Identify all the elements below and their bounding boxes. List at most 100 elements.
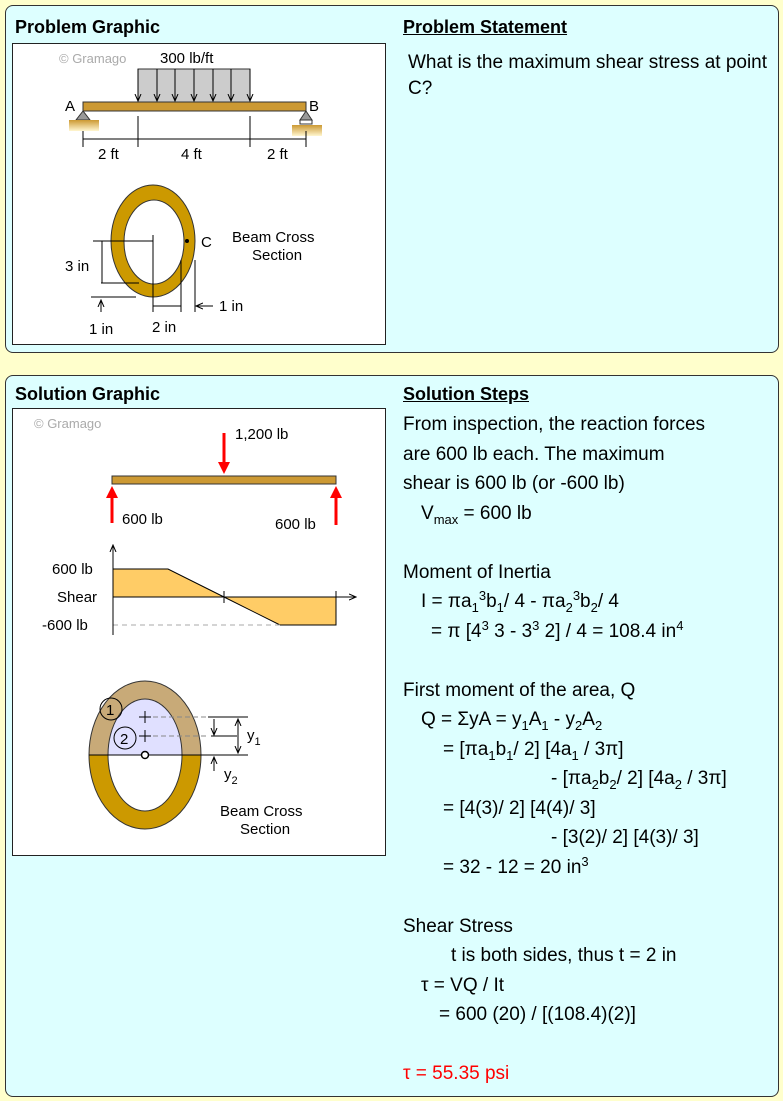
step-text: 3 - 3 xyxy=(488,620,533,642)
step-text: - y xyxy=(548,709,576,730)
dimension-lines xyxy=(82,116,307,147)
step-text: = [4(3)/ 2] [4(4)/ 3] xyxy=(443,797,596,819)
step-text: τ = VQ / It xyxy=(421,974,505,996)
step-text: shear is 600 lb (or -600 lb) xyxy=(403,473,625,494)
step-text: max xyxy=(433,511,459,527)
step-text: = π [4 xyxy=(431,620,482,642)
step-text: / 2] [4a xyxy=(513,738,572,760)
solution-step-line xyxy=(403,1030,773,1060)
solution-step-line xyxy=(403,646,773,676)
step-text: 3 xyxy=(572,588,581,603)
point-c-label: C xyxy=(201,234,212,251)
cross-section-inner xyxy=(123,199,185,285)
step-text: A xyxy=(582,709,595,730)
step-text: 3 xyxy=(532,617,540,633)
problem-graphic: © Gramago 300 lb/ft A B 2 ft 4 ft 2 ft xyxy=(12,43,386,345)
solution-step-line: Moment of Inertia xyxy=(403,558,773,588)
reaction-left-label: 600 lb xyxy=(122,511,163,528)
step-text: t is both sides, thus t = 2 in xyxy=(451,945,677,966)
step-text: 1 xyxy=(496,600,504,615)
dim-label: 4 ft xyxy=(181,146,203,163)
step-text: b xyxy=(495,738,507,760)
step-text: 2] / 4 = 108.4 in xyxy=(539,620,677,642)
step-text: 4 xyxy=(676,617,684,633)
step-text: 2 xyxy=(565,600,573,615)
shear-negative xyxy=(223,596,337,626)
dim-2in: 2 in xyxy=(152,319,176,336)
step-text: 3 xyxy=(481,617,489,633)
pin-support-icon xyxy=(74,110,92,121)
solution-steps: From inspection, the reaction forces are … xyxy=(403,410,773,1089)
region-1-marker xyxy=(99,697,123,721)
step-text: / 4 - πa xyxy=(503,591,566,612)
problem-statement-heading: Problem Statement xyxy=(403,17,568,37)
shear-top-label: 600 lb xyxy=(52,561,93,578)
step-text: Q = ΣyA = y xyxy=(421,709,522,730)
watermark: © Gramago xyxy=(34,416,101,431)
problem-graphic-heading: Problem Graphic xyxy=(15,17,161,37)
step-text: = [πa xyxy=(443,738,489,760)
ground xyxy=(69,120,99,131)
step-text: 2 xyxy=(674,777,682,792)
dim-1in-right: 1 in xyxy=(219,298,243,315)
step-text: = 600 lb xyxy=(458,502,532,524)
solution-step-line: From inspection, the reaction forces xyxy=(403,410,773,440)
y-dimensions xyxy=(208,716,248,771)
step-text: - [3(2)/ 2] [4(3)/ 3] xyxy=(551,827,699,848)
region-2-marker xyxy=(113,726,137,750)
solution-step-line: = [4(3)/ 2] [4(4)/ 3] xyxy=(403,794,773,824)
region-1-label: 1 xyxy=(106,702,114,719)
step-text: τ = 55.35 psi xyxy=(403,1063,510,1084)
step-text: 2 xyxy=(609,777,617,792)
beam xyxy=(82,101,307,112)
dim-1in-left: 1 in xyxy=(89,321,113,338)
solution-steps-heading: Solution Steps xyxy=(403,384,529,404)
solution-step-line: are 600 lb each. The maximum xyxy=(403,440,773,470)
section-dimensions xyxy=(91,235,213,312)
shear-label: Shear xyxy=(57,589,97,606)
solution-step-line xyxy=(403,882,773,912)
cross-section-label: Beam Cross xyxy=(220,803,303,820)
step-text: 1 xyxy=(506,747,514,763)
step-text: 1 xyxy=(571,747,579,763)
step-text: / 2] [4a xyxy=(616,768,675,789)
step-text: 2 xyxy=(594,718,603,733)
step-text: First moment of the area, Q xyxy=(403,679,636,701)
step-text: b xyxy=(598,768,610,789)
solution-step-line: First moment of the area, Q xyxy=(403,676,773,706)
centroid-icon xyxy=(140,750,150,760)
beam xyxy=(111,475,337,485)
step-text: 2 xyxy=(590,600,598,615)
step-text: b xyxy=(486,591,497,612)
cross-section-label: Section xyxy=(252,247,302,264)
dim-label: 2 ft xyxy=(267,146,289,163)
y2-label: y2 xyxy=(224,766,238,787)
step-text: / 3π] xyxy=(681,768,727,789)
step-text: 1 xyxy=(541,718,549,733)
solution-step-line: = π [43 3 - 33 2] / 4 = 108.4 in4 xyxy=(403,617,773,647)
step-text: = 32 - 12 = 20 in xyxy=(443,856,582,878)
step-text: Moment of Inertia xyxy=(403,561,551,583)
step-text: 2 xyxy=(575,718,583,733)
solution-graphic: © Gramago 1,200 lb 600 lb 600 lb 600 lb … xyxy=(12,408,386,856)
solution-step-line: Shear Stress xyxy=(403,912,773,942)
step-text: are 600 lb each. The maximum xyxy=(403,443,665,465)
shear-bottom-label: -600 lb xyxy=(42,617,88,634)
solution-step-line xyxy=(403,528,773,558)
support-a-label: A xyxy=(65,98,75,115)
step-text: b xyxy=(580,591,591,612)
step-text: - [πa xyxy=(551,768,592,789)
solution-step-line: - [3(2)/ 2] [4(3)/ 3] xyxy=(403,823,773,853)
load-label: 300 lb/ft xyxy=(160,50,214,67)
cross-section-label: Section xyxy=(240,821,290,838)
step-text: 1 xyxy=(521,718,529,733)
cross-section-label: Beam Cross xyxy=(232,229,315,246)
dim-3in: 3 in xyxy=(65,258,89,275)
solution-step-line: = 32 - 12 = 20 in3 xyxy=(403,853,773,883)
step-text: / 3π] xyxy=(578,738,624,760)
load-arrows xyxy=(138,69,250,101)
reaction-right-label: 600 lb xyxy=(275,516,316,533)
step-text: From inspection, the reaction forces xyxy=(403,414,706,435)
support-b-label: B xyxy=(309,98,319,115)
solution-step-line: τ = VQ / It xyxy=(403,971,773,1001)
